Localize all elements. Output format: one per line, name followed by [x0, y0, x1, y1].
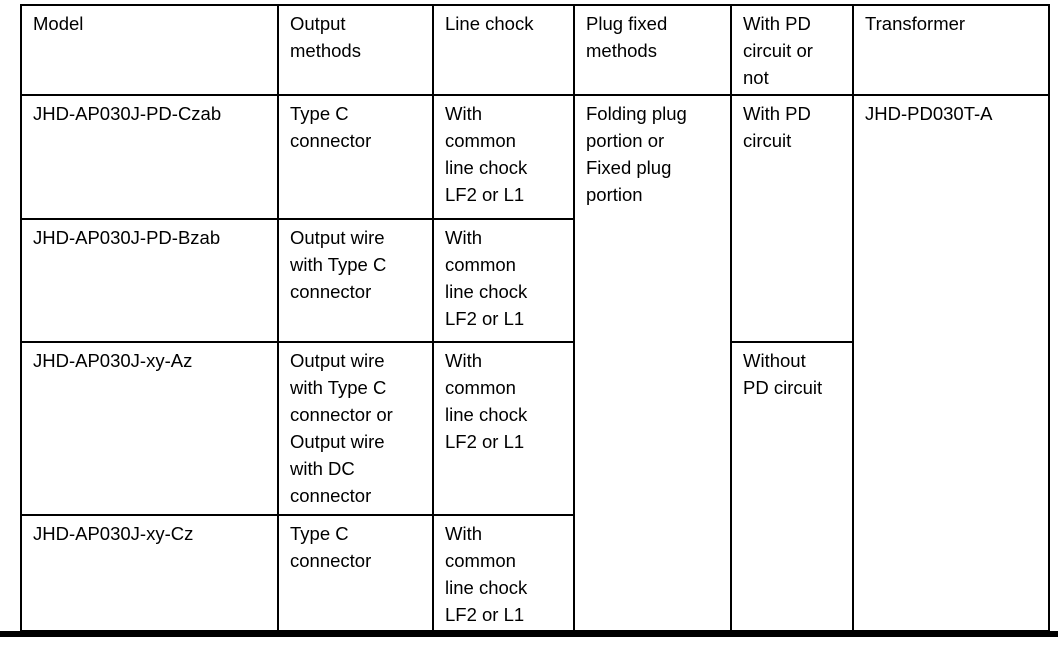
table-header-row: Model Output methods Line chock Plug fix…	[20, 4, 1050, 96]
cell-model-xy-cz: JHD-AP030J-xy-Cz	[20, 514, 279, 632]
table-row-xy-az: JHD-AP030J-xy-Az Output wire with Type C…	[20, 341, 1049, 632]
header-model: Model	[20, 4, 279, 96]
header-transformer: Transformer	[852, 4, 1050, 96]
header-pd-circuit-or-not: With PD circuit or not	[730, 4, 854, 96]
cell-model-bzab: JHD-AP030J-PD-Bzab	[20, 218, 279, 343]
page-bottom-rule	[0, 631, 1058, 637]
cell-output-xy-az: Output wire with Type C connector or Out…	[277, 341, 434, 516]
cell-with-pd-circuit: With PD circuit	[730, 94, 854, 343]
cell-chock-bzab: With common line chock LF2 or L1	[432, 218, 575, 343]
cell-output-bzab: Output wire with Type C connector	[277, 218, 434, 343]
cell-transformer-merged: JHD-PD030T-A	[852, 94, 1050, 632]
product-spec-table: Model Output methods Line chock Plug fix…	[20, 4, 1050, 632]
cell-chock-xy-az: With common line chock LF2 or L1	[432, 341, 575, 516]
header-plug-fixed-methods: Plug fixed methods	[573, 4, 732, 96]
table-row-xy-cz: JHD-AP030J-xy-Cz Type C connector With c…	[20, 514, 1049, 632]
cell-output-xy-cz: Type C connector	[277, 514, 434, 632]
cell-without-pd-circuit: Without PD circuit	[730, 341, 854, 632]
cell-chock-czab: With common line chock LF2 or L1	[432, 94, 575, 220]
cell-model-czab: JHD-AP030J-PD-Czab	[20, 94, 279, 220]
cell-plug-fixed-merged: Folding plug portion or Fixed plug porti…	[573, 94, 732, 632]
cell-model-xy-az: JHD-AP030J-xy-Az	[20, 341, 279, 516]
cell-output-czab: Type C connector	[277, 94, 434, 220]
table-row-czab: JHD-AP030J-PD-Czab Type C connector With…	[20, 94, 1050, 632]
header-line-chock: Line chock	[432, 4, 575, 96]
table-row-bzab: JHD-AP030J-PD-Bzab Output wire with Type…	[20, 218, 1049, 343]
header-output-methods: Output methods	[277, 4, 434, 96]
cell-chock-xy-cz: With common line chock LF2 or L1	[432, 514, 575, 632]
